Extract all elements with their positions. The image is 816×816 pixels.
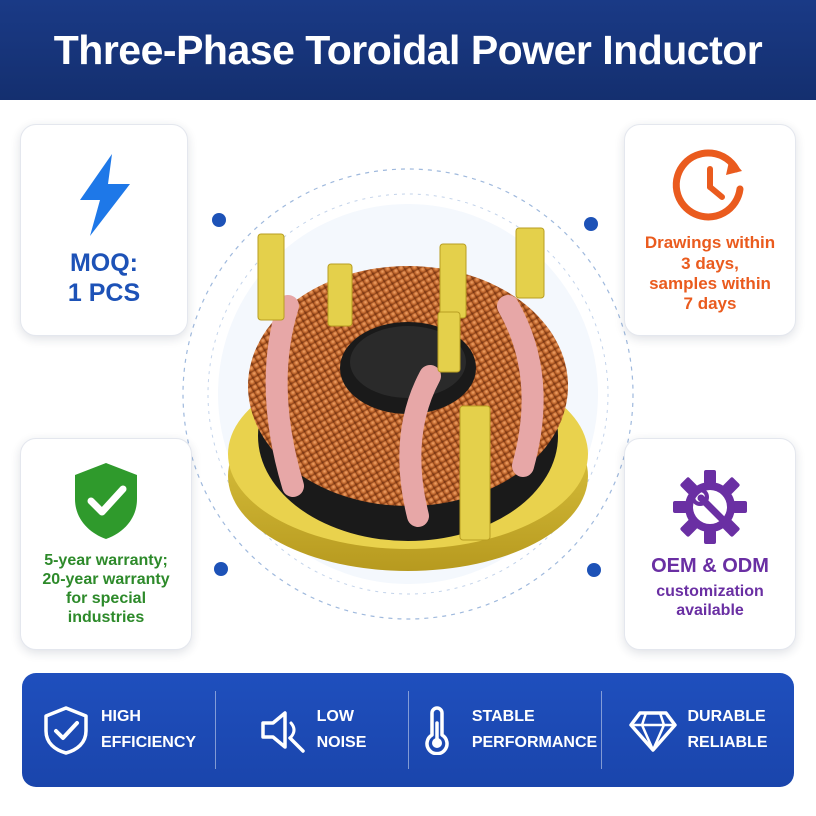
oem-subtitle: customization available: [656, 582, 764, 619]
feature-high-efficiency: HIGH EFFICIENCY: [22, 673, 215, 787]
connector-dot: [587, 563, 601, 577]
thermometer-icon: [425, 706, 449, 755]
header-bar: Three-Phase Toroidal Power Inductor: [0, 0, 816, 100]
feature-banner: HIGH EFFICIENCY LOW NOISE STABLE PERFORM…: [22, 673, 794, 787]
feature-low-noise: LOW NOISE: [215, 673, 408, 787]
moq-card: MOQ: 1 PCS: [20, 124, 188, 336]
feature-stable-performance: STABLE PERFORMANCE: [408, 673, 601, 787]
lead-time-card: Drawings within 3 days, samples within 7…: [624, 124, 796, 336]
clock-arrow-icon: [672, 149, 744, 221]
warranty-text: 5-year warranty; 20-year warranty for sp…: [42, 551, 170, 627]
oem-card: OEM & ODM customization available: [624, 438, 796, 650]
shield-check-icon: [44, 706, 88, 755]
gear-wrench-icon: [673, 469, 747, 544]
diamond-icon: [628, 711, 677, 752]
warranty-card: 5-year warranty; 20-year warranty for sp…: [20, 438, 192, 650]
toroidal-inductor-image: [182, 168, 634, 620]
connector-dot: [212, 213, 226, 227]
connector-dot: [214, 562, 228, 576]
shield-check-icon: [75, 462, 137, 539]
page-title: Three-Phase Toroidal Power Inductor: [53, 26, 763, 73]
moq-text: MOQ: 1 PCS: [67, 249, 141, 307]
speaker-muted-icon: [260, 711, 305, 753]
oem-title: OEM & ODM: [651, 554, 769, 577]
feature-durable-reliable: DURABLE RELIABLE: [601, 673, 794, 787]
connector-dot: [584, 217, 598, 231]
lightning-bolt-icon: [80, 154, 130, 236]
lead-time-text: Drawings within 3 days, samples within 7…: [644, 233, 776, 314]
